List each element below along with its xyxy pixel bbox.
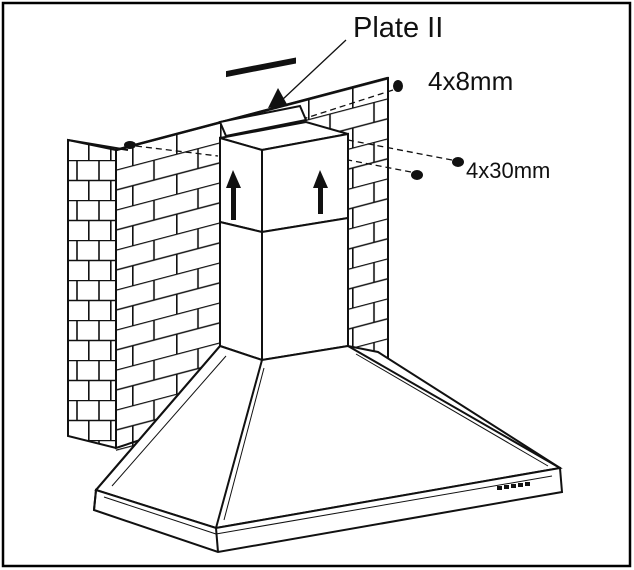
screw-4x8-top bbox=[305, 80, 403, 119]
lower-chimney bbox=[219, 216, 349, 362]
screw-4x30-label: 4x30mm bbox=[466, 158, 551, 183]
up-arrow-left bbox=[226, 170, 241, 220]
screw-4x8-label: 4x8mm bbox=[428, 66, 514, 96]
range-hood-base bbox=[92, 466, 564, 554]
range-hood-canopy bbox=[94, 344, 563, 530]
up-arrow-right bbox=[313, 170, 328, 214]
screw-left bbox=[124, 141, 219, 157]
screw-4x30-lower bbox=[347, 159, 423, 180]
control-buttons bbox=[497, 482, 530, 490]
plate-ii-bracket bbox=[218, 57, 308, 138]
plate-ii-label: Plate II bbox=[353, 12, 444, 44]
plate-leader-line bbox=[281, 39, 347, 101]
upper-chimney bbox=[219, 120, 349, 234]
screw-4x30-right bbox=[347, 139, 464, 167]
